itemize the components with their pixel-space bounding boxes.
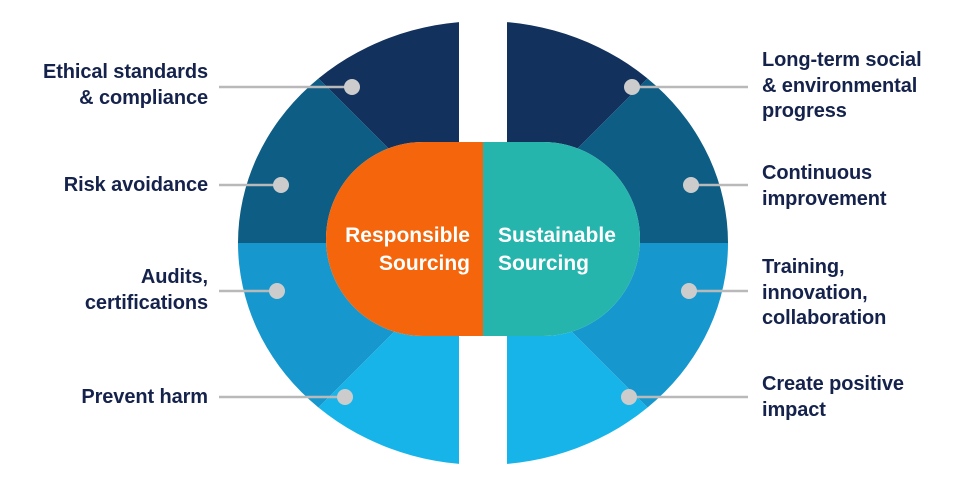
- label-audits-certifications[interactable]: Audits, certifications: [84, 266, 208, 314]
- connectors-left: [219, 79, 360, 405]
- label-long-term-progress[interactable]: Long-term social & environmental progres…: [762, 49, 922, 123]
- capsule-left-label: Responsible Sourcing: [345, 224, 470, 275]
- label-prevent-harm[interactable]: Prevent harm: [81, 386, 208, 408]
- capsule-left-half[interactable]: [326, 142, 483, 336]
- connector-create-positive-impact: [621, 389, 748, 405]
- capsule-right-label: Sustainable Sourcing: [498, 224, 616, 275]
- label-create-positive-impact[interactable]: Create positive impact: [762, 373, 904, 421]
- connector-ethical-standards: [219, 79, 360, 95]
- connector-long-term-progress: [624, 79, 748, 95]
- connectors-right: [621, 79, 748, 405]
- connector-audits-certifications: [219, 283, 285, 299]
- label-training-innovation[interactable]: Training, innovation, collaboration: [762, 256, 887, 330]
- label-continuous-improvement[interactable]: Continuous improvement: [762, 162, 887, 210]
- label-risk-avoidance[interactable]: Risk avoidance: [63, 174, 208, 196]
- capsule-right-half[interactable]: [483, 142, 640, 336]
- connector-training-innovation: [681, 283, 748, 299]
- label-ethical-standards[interactable]: Ethical standards & compliance: [42, 61, 208, 109]
- connector-prevent-harm: [219, 389, 353, 405]
- connector-continuous-improvement: [683, 177, 748, 193]
- center-capsule: [326, 142, 640, 336]
- connector-risk-avoidance: [219, 177, 289, 193]
